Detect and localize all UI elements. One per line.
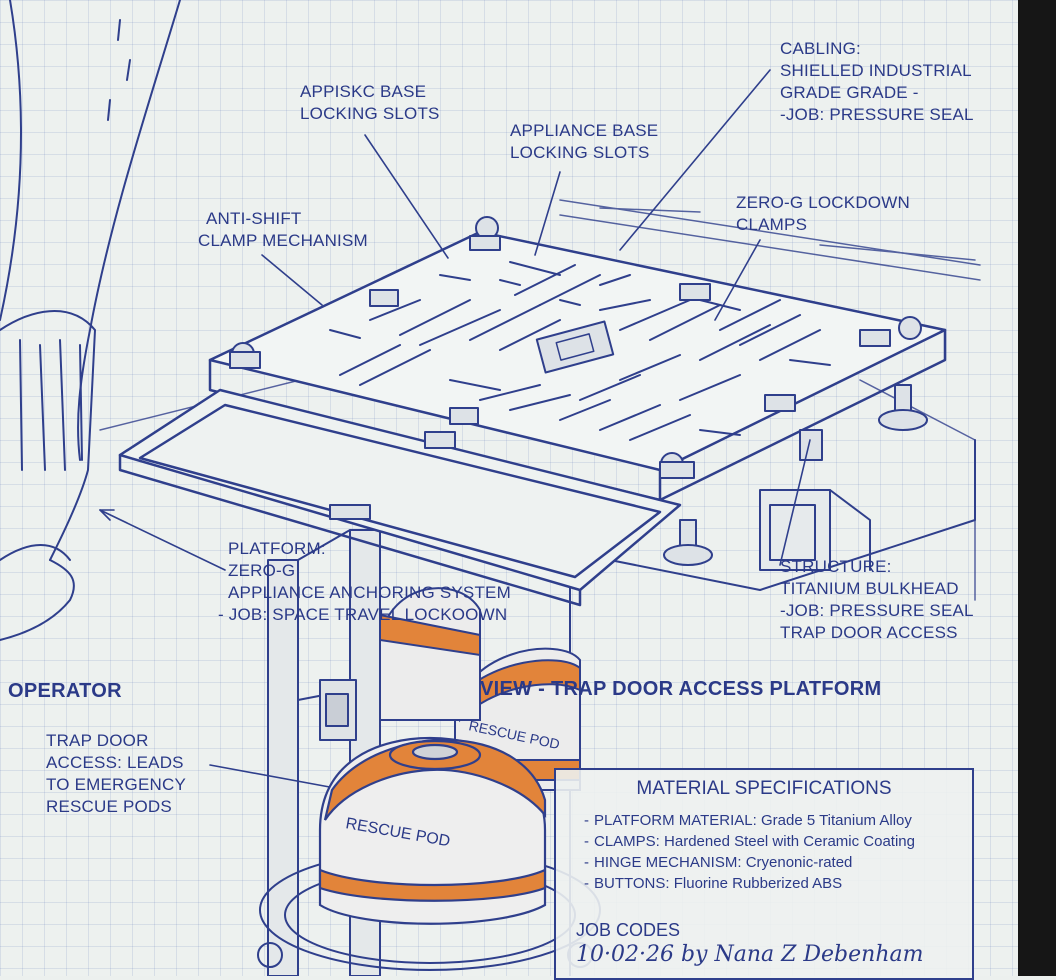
- spec-item: -PLATFORM MATERIAL: Grade 5 Titanium All…: [584, 812, 912, 829]
- spec-item: -BUTTONS: Fluorine Rubberized ABS: [584, 875, 843, 892]
- label-line: -JOB: PRESSURE SEAL: [780, 105, 974, 124]
- sheet-edge: [1018, 0, 1056, 976]
- label-line: STRUCTURE:: [780, 557, 892, 576]
- label-line: GRADE GRADE -: [780, 83, 919, 102]
- label-structure: STRUCTURE: TITANIUM BULKHEAD -JOB: PRESS…: [780, 556, 974, 644]
- rescue-pod-middle: [379, 587, 481, 721]
- spec-key: CLAMPS:: [594, 833, 660, 850]
- view-title: VIEW - TRAP DOOR ACCESS PLATFORM: [480, 678, 882, 700]
- spec-value: Cryenonic-rated: [745, 854, 853, 871]
- label-line: CLAMP MECHANISM: [198, 231, 368, 250]
- label-line: LOCKING SLOTS: [300, 104, 440, 123]
- label-line: - JOB: SPACE TRAVEL LOCKOOWN: [218, 605, 508, 624]
- label-line: APPLIANCE BASE: [510, 121, 659, 140]
- spec-key: HINGE MECHANISM:: [594, 854, 742, 871]
- rescue-pod-front: [318, 736, 547, 925]
- adjustable-feet: [663, 384, 928, 566]
- label-line: CLAMPS: [736, 215, 808, 234]
- label-anti-shift: ANTI-SHIFT CLAMP MECHANISM: [198, 208, 368, 252]
- center-control-pad: [535, 320, 615, 374]
- label-line: TO EMERGENCY: [46, 775, 186, 794]
- label-line: TITANIUM BULKHEAD: [780, 579, 959, 598]
- label-line: APPISKC BASE: [300, 82, 427, 101]
- label-trap-door: TRAP DOOR ACCESS: LEADS TO EMERGENCY RES…: [46, 730, 186, 818]
- spec-list: -PLATFORM MATERIAL: Grade 5 Titanium All…: [584, 810, 915, 894]
- label-line: -JOB: PRESSURE SEAL: [780, 601, 974, 620]
- trap-door-panel: [118, 388, 682, 607]
- job-codes: JOB CODES: [576, 920, 681, 940]
- label-appliance-locking-2: APPLIANCE BASE LOCKING SLOTS: [510, 120, 658, 164]
- label-line: PLATFORM:: [228, 539, 326, 558]
- spec-key: PLATFORM MATERIAL:: [594, 812, 757, 829]
- label-line: TRAP DOOR: [46, 731, 149, 750]
- spec-value: Hardened Steel with Ceramic Coating: [664, 833, 915, 850]
- label-line: SHIELLED INDUSTRIAL: [780, 61, 972, 80]
- operator-figure: [0, 0, 181, 641]
- leader-lines: [99, 69, 811, 789]
- label-line: TRAP DOOR ACCESS: [780, 623, 958, 642]
- spec-title: MATERIAL SPECIFICATIONS: [636, 778, 892, 799]
- label-line: ANTI-SHIFT: [206, 209, 302, 228]
- label-line: APPLIANCE ANCHORING SYSTEM: [228, 583, 511, 602]
- spec-value: Grade 5 Titanium Alloy: [760, 812, 912, 829]
- label-line: RESCUE PODS: [46, 797, 172, 816]
- label-line: CABLING:: [780, 39, 861, 58]
- spec-value: Fluorine Rubberized ABS: [673, 875, 843, 892]
- label-line: LOCKING SLOTS: [510, 143, 650, 162]
- label-cabling: CABLING: SHIELLED INDUSTRIAL GRADE GRADE…: [780, 38, 974, 126]
- spec-key: BUTTONS:: [594, 875, 670, 892]
- locking-slots: [329, 261, 831, 441]
- label-line: ZERO-G: [228, 561, 296, 580]
- label-operator: OPERATOR: [8, 680, 122, 702]
- signature: 10·02·26 by Nana Z Debenham: [576, 942, 924, 967]
- label-line: ACCESS: LEADS: [46, 753, 184, 772]
- label-platform: PLATFORM: ZERO-G APPLIANCE ANCHORING SYS…: [218, 538, 511, 626]
- label-zero-g-clamps: ZERO-G LOCKDOWN CLAMPS: [736, 192, 910, 236]
- lockdown-clamps: [229, 216, 922, 520]
- spec-item: -HINGE MECHANISM: Cryenonic-rated: [584, 854, 853, 871]
- label-appliance-locking-1: APPISKC BASE LOCKING SLOTS: [300, 81, 440, 125]
- material-specifications-box: MATERIAL SPECIFICATIONS -PLATFORM MATERI…: [554, 768, 974, 980]
- spec-item: -CLAMPS: Hardened Steel with Ceramic Coa…: [584, 833, 915, 850]
- label-line: ZERO-G LOCKDOWN: [736, 193, 910, 212]
